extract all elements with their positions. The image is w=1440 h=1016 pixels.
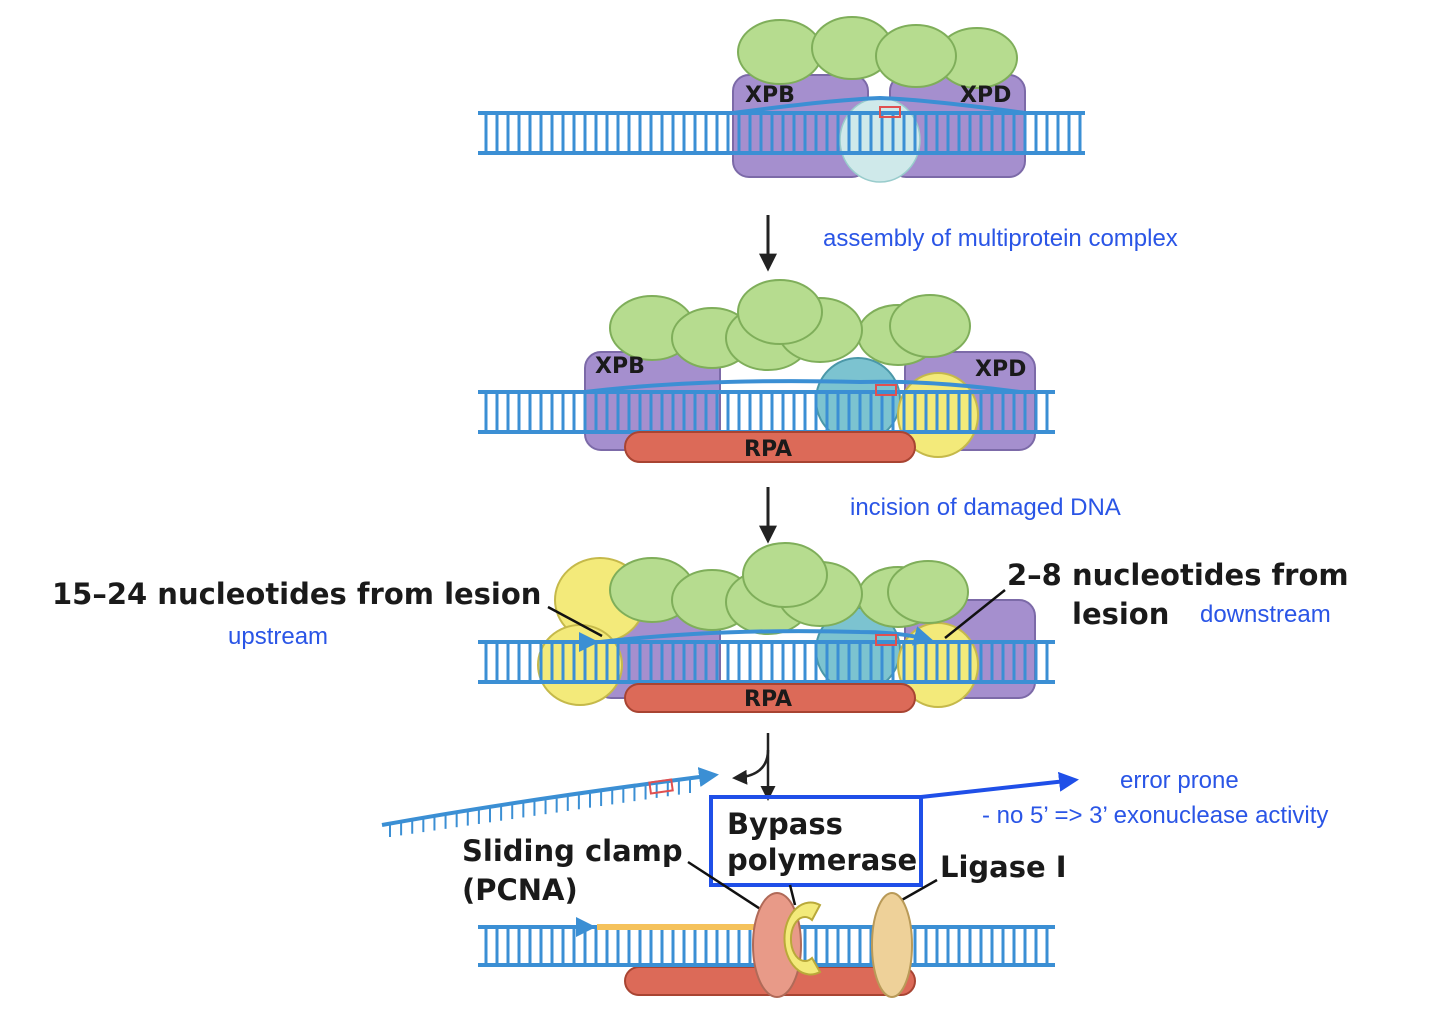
lesion-marker-3 <box>875 634 897 646</box>
bypass-label-2: polymerase <box>727 843 917 877</box>
sliding-clamp-label-1: Sliding clamp <box>462 834 683 868</box>
rpa-label: RPA <box>744 437 792 462</box>
error-prone-label: error prone <box>1120 767 1239 794</box>
downstream-pointer <box>944 589 1006 639</box>
bypass-polymerase <box>783 901 822 976</box>
tfiih-subunits-2 <box>609 279 971 371</box>
ligase-label: Ligase I <box>940 850 1067 884</box>
pcna-clamp <box>752 892 802 998</box>
xpb-label: XPB <box>745 83 795 108</box>
polymerase-pointer <box>788 884 797 906</box>
xpd-label: XPD <box>960 83 1011 108</box>
pcna-pointer <box>687 860 766 914</box>
rpa-protein-3 <box>624 683 916 713</box>
step-arrow-3 <box>732 733 776 801</box>
panel-1: XPB XPD <box>478 16 1085 183</box>
upstream-pointer <box>547 605 603 638</box>
xpb-label-2: XPB <box>595 354 645 379</box>
bypass-polymerase-box <box>709 795 923 887</box>
panel-3: RPA 15–24 nucleotides from lesion upstre… <box>52 542 1349 713</box>
tfiih-subunits-3 <box>609 542 969 635</box>
step-1-label: assembly of multiprotein complex <box>823 225 1178 252</box>
downstream-nucleotides-label-2: lesion <box>1072 597 1169 631</box>
xpd-label-2: XPD <box>975 357 1026 382</box>
rpa-protein <box>624 431 916 463</box>
upstream-nucleotides-label: 15–24 nucleotides from lesion <box>52 577 541 611</box>
downstream-label: downstream <box>1200 601 1331 628</box>
upstream-label: upstream <box>228 623 328 650</box>
tfiih-subunits <box>737 16 1018 89</box>
rpa-label-3: RPA <box>744 687 792 712</box>
bypass-label-1: Bypass <box>727 807 843 841</box>
excised-oligo <box>381 767 719 837</box>
step-2-label: incision of damaged DNA <box>850 494 1121 521</box>
ligase-protein <box>871 892 913 998</box>
panel-4: Bypass polymerase error prone - no 5’ =>… <box>381 767 1328 998</box>
dna-duplex-1 <box>478 95 1085 155</box>
downstream-nucleotides-label-1: 2–8 nucleotides from <box>1007 558 1349 592</box>
panel-2: RPA XPB XPD <box>478 279 1055 463</box>
error-arrow <box>920 771 1079 799</box>
lesion-marker <box>879 106 901 118</box>
dna-duplex-2 <box>478 379 1055 434</box>
xpg-protein <box>815 357 901 443</box>
lesion-marker-2 <box>875 384 897 396</box>
exonuclease-label: - no 5’ => 3’ exonuclease activity <box>982 802 1328 829</box>
dna-duplex-3 <box>478 626 1055 684</box>
lesion-marker-4 <box>648 778 674 795</box>
sliding-clamp-label-2: (PCNA) <box>462 873 578 907</box>
